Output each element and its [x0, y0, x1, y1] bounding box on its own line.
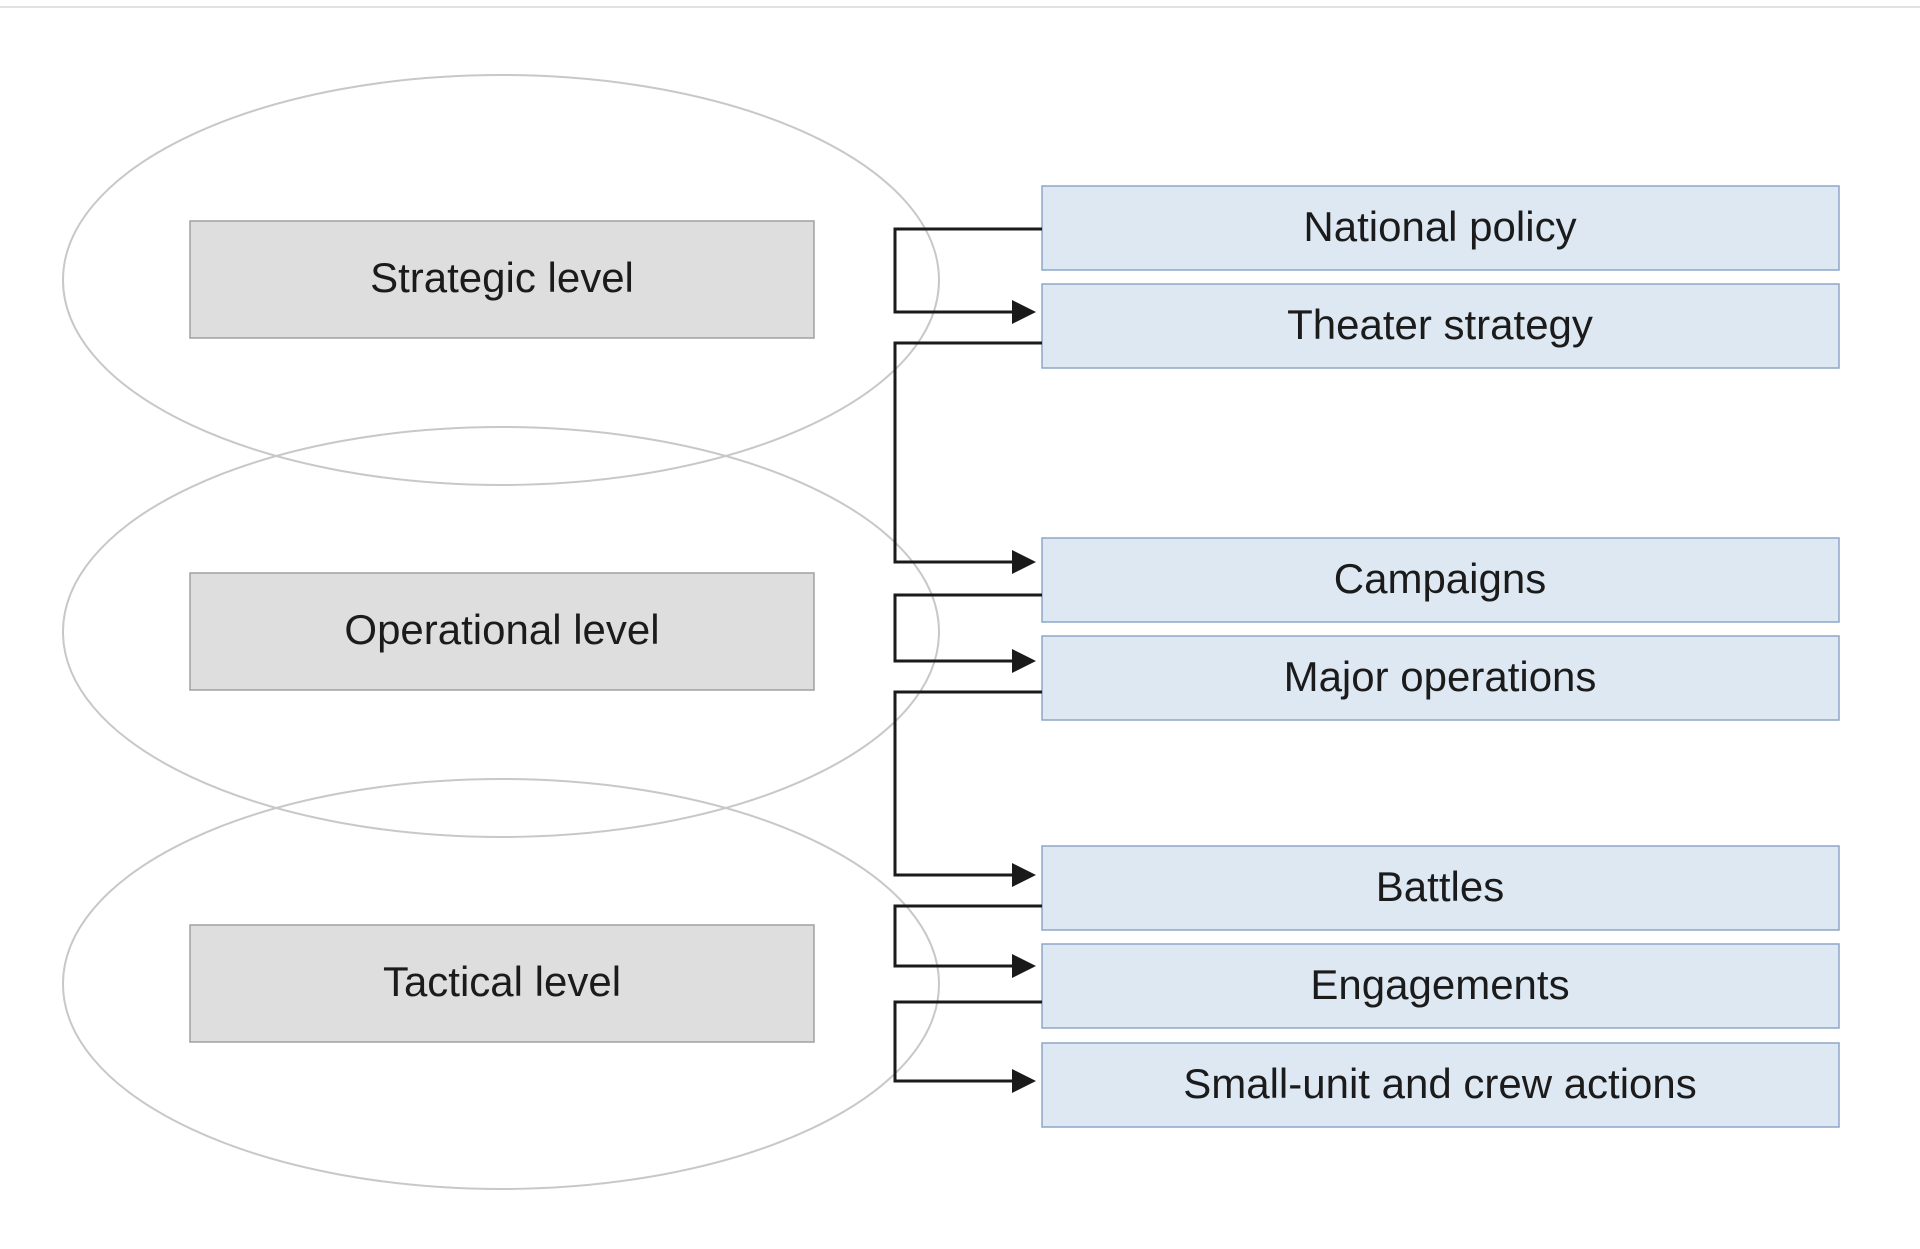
tactical-level-ellipse [62, 778, 940, 1190]
item-label-major-operations: Major operations [1284, 653, 1597, 700]
level-label-strategic: Strategic level [370, 254, 634, 301]
item-label-engagements: Engagements [1310, 961, 1569, 1008]
strategic-level-ellipse [62, 74, 940, 486]
item-label-theater-strategy: Theater strategy [1287, 301, 1593, 348]
level-box-tactical: Tactical level [189, 924, 815, 1043]
item-box-theater-strategy: Theater strategy [1041, 283, 1840, 369]
connector-theater-strategy-to-campaigns [893, 341, 1042, 574]
item-label-battles: Battles [1376, 863, 1504, 910]
connector-major-operations-to-battles [893, 690, 1042, 887]
connector-battles-to-engagements [893, 904, 1042, 978]
item-label-small-unit-actions: Small-unit and crew actions [1183, 1060, 1697, 1107]
level-box-operational: Operational level [189, 572, 815, 691]
operational-level-ellipse [62, 426, 940, 838]
item-label-national-policy: National policy [1303, 203, 1576, 250]
item-box-battles: Battles [1041, 845, 1840, 931]
connector-national-policy-to-theater-strategy [893, 227, 1042, 324]
item-box-engagements: Engagements [1041, 943, 1840, 1029]
item-label-campaigns: Campaigns [1334, 555, 1546, 602]
item-box-campaigns: Campaigns [1041, 537, 1840, 623]
level-label-tactical: Tactical level [383, 958, 621, 1005]
connector-engagements-to-small-unit-actions [893, 1000, 1042, 1093]
item-box-small-unit-actions: Small-unit and crew actions [1041, 1042, 1840, 1128]
item-box-national-policy: National policy [1041, 185, 1840, 271]
top-divider [0, 6, 1920, 8]
connectors [893, 227, 1042, 1093]
connector-campaigns-to-major-operations [893, 593, 1042, 673]
item-box-major-operations: Major operations [1041, 635, 1840, 721]
level-ellipses [62, 74, 940, 1190]
level-box-strategic: Strategic level [189, 220, 815, 339]
level-label-operational: Operational level [344, 606, 659, 653]
